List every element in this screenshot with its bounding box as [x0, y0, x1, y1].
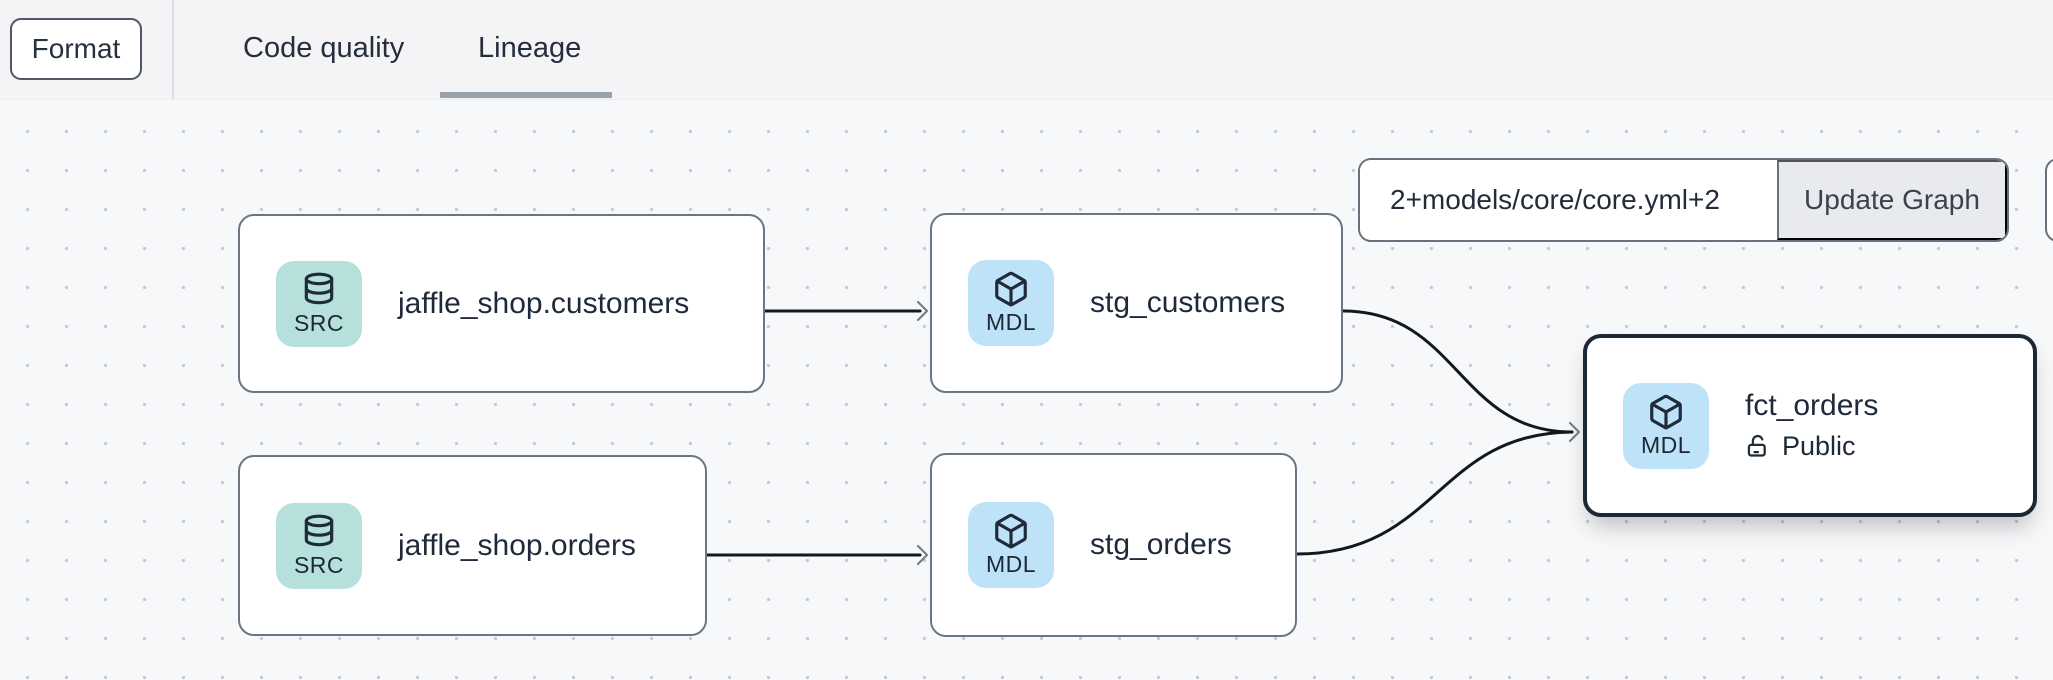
node-type-badge: MDL	[985, 551, 1037, 577]
tab-lineage[interactable]: Lineage	[478, 31, 582, 64]
model-tile: MDL	[968, 502, 1054, 588]
model-tile: MDL	[1623, 382, 1709, 469]
node-title: fct_orders	[1745, 389, 1879, 422]
database-icon	[304, 272, 334, 304]
lineage-selector-group: 2+models/core/core.yml+2 Update Graph	[1358, 158, 2009, 242]
node-title: jaffle_shop.customers	[398, 286, 690, 320]
source-tile: SRC	[276, 260, 362, 347]
node-type-badge: MDL	[985, 309, 1037, 335]
node-fct-orders-selected[interactable]: MDL fct_orders Public	[1583, 334, 2037, 517]
unlock-icon	[1747, 434, 1766, 457]
node-title: jaffle_shop.orders	[398, 528, 636, 562]
node-type-badge: MDL	[1640, 431, 1692, 458]
node-title: stg_customers	[1090, 286, 1286, 319]
node-access-label: Public	[1782, 431, 1856, 461]
node-type-badge: SRC	[293, 309, 345, 336]
source-tile: SRC	[276, 502, 362, 589]
header-divider	[172, 0, 174, 99]
database-icon	[304, 514, 334, 546]
node-stg-customers[interactable]: MDL stg_customers	[930, 213, 1343, 393]
node-jaffle-shop-customers[interactable]: SRC jaffle_shop.customers	[238, 214, 765, 393]
editor-header: Format Code quality Lineage	[0, 0, 2053, 100]
model-tile: MDL	[968, 260, 1054, 346]
node-type-badge: SRC	[293, 551, 345, 578]
node-access-row: Public	[1745, 431, 1878, 462]
node-title: stg_orders	[1090, 528, 1232, 561]
package-icon	[995, 513, 1027, 549]
update-graph-button[interactable]: Update Graph	[1777, 160, 2007, 240]
lineage-selector-input[interactable]: 2+models/core/core.yml+2	[1360, 160, 1777, 240]
clipped-toolbar-button[interactable]	[2045, 158, 2053, 242]
node-stg-orders[interactable]: MDL stg_orders	[930, 453, 1297, 637]
node-jaffle-shop-orders[interactable]: SRC jaffle_shop.orders	[238, 455, 707, 636]
active-tab-underline	[440, 92, 612, 98]
tab-code-quality[interactable]: Code quality	[243, 31, 405, 64]
package-icon	[1650, 394, 1682, 429]
package-icon	[995, 271, 1027, 307]
format-button[interactable]: Format	[10, 18, 142, 80]
